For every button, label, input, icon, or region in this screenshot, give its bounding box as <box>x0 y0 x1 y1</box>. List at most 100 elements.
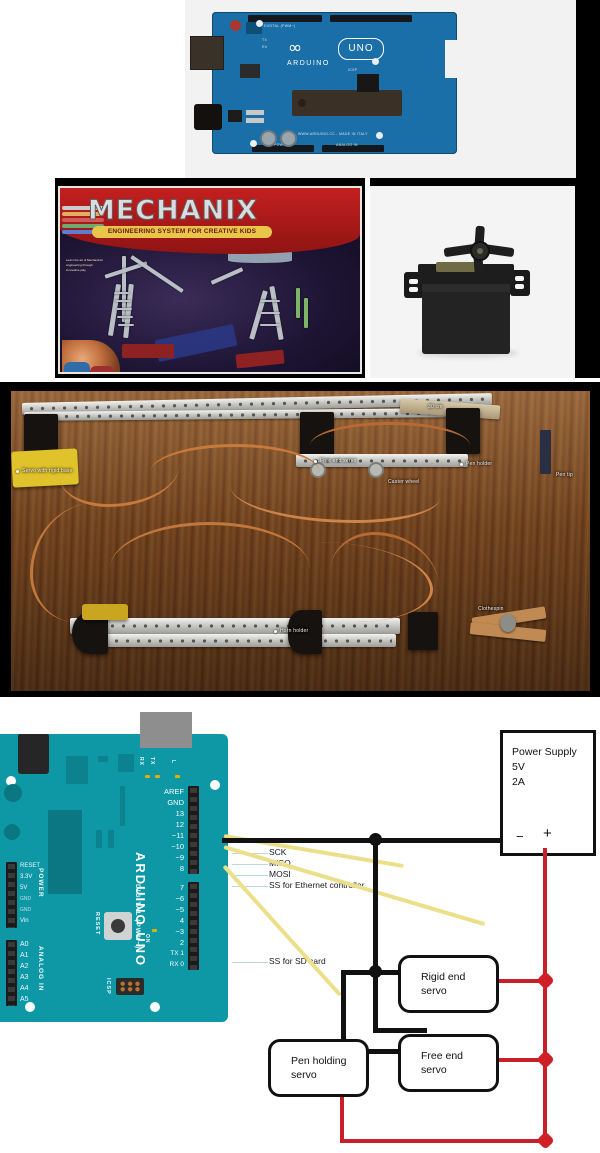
power-pin-vin: Vin <box>20 918 29 924</box>
servo-wire-2 <box>150 444 320 501</box>
rigid-end-servo-box[interactable]: Rigid end servo <box>398 955 499 1013</box>
pen-holding-servo-box[interactable]: Pen holding servo <box>268 1039 369 1097</box>
servo-body <box>422 278 510 354</box>
on-led-diagram <box>152 929 157 932</box>
power-supply-positive-terminal: + <box>543 825 552 842</box>
tx-led-label: TX <box>149 757 155 766</box>
pin-label-tx1: TX 1 <box>170 950 184 957</box>
rigid-end-servo-label-line1: Rigid end <box>421 971 466 983</box>
clothespin-spring <box>500 614 516 632</box>
l-led-label: L <box>170 760 176 765</box>
analog-silkscreen-photo: ANALOG IN <box>336 143 358 147</box>
icsp-silkscreen-photo: ICSP <box>348 68 358 72</box>
smd-part-2 <box>240 64 260 78</box>
digital-silkscreen-photo: DIGITAL (PWM~) <box>264 24 296 28</box>
lead-line-ss-ethernet <box>232 886 268 887</box>
ground-wire-vertical-main <box>373 838 378 974</box>
lower-long-rail-2 <box>96 634 396 647</box>
servo-mount-tab-right <box>510 270 530 296</box>
model-arm-1 <box>210 267 244 285</box>
servo-wire-4 <box>310 422 470 469</box>
mount-hole-d1 <box>6 776 16 786</box>
power-supply-current: 2A <box>512 776 525 788</box>
analog-header-photo <box>322 145 384 152</box>
panel-right-black-bar <box>576 0 600 178</box>
ground-wire-to-free-servo-2 <box>373 1028 427 1033</box>
digital-header-silkscreen: DIGITAL (PWM~) <box>134 884 141 950</box>
board-component-8 <box>120 786 125 826</box>
label-pen-holder: Pen holder <box>459 461 493 467</box>
voltage-regulator-photo <box>228 110 242 122</box>
tx-led-diagram <box>145 775 150 778</box>
board-component-1 <box>66 756 88 784</box>
mount-hole-d3 <box>25 1002 35 1012</box>
free-end-servo-label-line2: servo <box>421 1064 447 1076</box>
label-pen-tip: Pen tip <box>556 472 573 478</box>
pin-label-3: ~3 <box>175 927 184 936</box>
mount-hole-d2 <box>210 780 220 790</box>
mount-hole-d4 <box>150 1002 160 1012</box>
capacitor-photo-2 <box>280 130 297 147</box>
ground-wire-gnd-to-supply <box>222 838 506 843</box>
free-end-servo-box[interactable]: Free end servo <box>398 1034 499 1092</box>
model-red-chassis-2 <box>235 349 285 369</box>
mechanix-bullet-text: Learn the art of Mechanical engineering … <box>66 258 103 272</box>
analog-pin-a5: A5 <box>20 996 29 1003</box>
servo-motor-photo-panel <box>370 178 600 378</box>
l-led-diagram <box>175 775 180 778</box>
rx-silkscreen-photo: RX <box>262 45 268 49</box>
lead-line-miso <box>232 864 268 865</box>
model-rung-1 <box>114 292 130 294</box>
reset-button-diagram[interactable] <box>104 912 132 940</box>
pin-label-11: ~11 <box>171 831 184 840</box>
annotation-mosi: MOSI <box>269 869 291 879</box>
label-horn-holder: Horn holder <box>273 628 309 634</box>
model-crane-rung-1 <box>260 300 280 302</box>
arduino-uno-diagram-board: ARDUINO UNO AREF GND 13 12 ~11 ~10 ~9 8 … <box>0 712 228 1022</box>
arduino-infinity-logo-icon: ∞ <box>288 38 302 58</box>
pin-label-13: 13 <box>175 809 184 818</box>
smd-part-5 <box>357 74 379 92</box>
power-supply-box: Power Supply 5V 2A − + <box>500 730 596 856</box>
power-wire-to-pen-servo <box>340 1076 344 1142</box>
label-servo-rigid-base: Servo with rigid base <box>16 468 73 474</box>
pin-label-7: 7 <box>179 883 184 892</box>
mechanix-kit-photo-panel: MECHANIX ENGINEERING SYSTEM FOR CREATIVE… <box>55 178 365 378</box>
annotation-ss-ethernet: SS for Ethernet controller <box>269 880 365 890</box>
usb-port-diagram <box>140 712 192 748</box>
digital-header-right-photo <box>330 15 412 22</box>
ground-wire-to-rigid-servo <box>373 970 418 975</box>
photo-border-bottom <box>0 691 600 697</box>
servo-gear-band <box>436 262 476 272</box>
label-caster-wheel: Caster wheel <box>388 479 420 485</box>
mechanix-red-banner <box>60 188 360 254</box>
icsp-silkscreen: ICSP <box>105 978 111 995</box>
mount-hole-3 <box>376 132 383 139</box>
pin-label-8: 8 <box>179 864 184 873</box>
servo-wire-7 <box>330 532 440 631</box>
pin-label-12: 12 <box>175 820 184 829</box>
pin-label-gnd: GND <box>167 798 184 807</box>
power-pin-5v: 5V <box>20 885 28 891</box>
ground-wire-to-free-servo <box>341 1049 427 1054</box>
label-30cm: 30 cm <box>428 404 443 410</box>
model-crane-rung-3 <box>260 324 280 326</box>
power-supply-voltage: 5V <box>512 761 525 773</box>
board-component-5 <box>108 830 114 848</box>
ground-junction-dot-mid <box>369 965 382 978</box>
mount-hole-4 <box>250 140 257 147</box>
rx-led-label: RX <box>138 757 144 766</box>
analog-pin-a3: A3 <box>20 974 29 981</box>
pen-holding-servo-label-line1: Pen holding <box>291 1055 347 1067</box>
power-jack-photo <box>194 104 222 130</box>
assembled-robot-photo-panel: Servo with rigid base 30 cm Free end ser… <box>0 382 600 697</box>
power-pin-3v3: 3.3V <box>20 874 33 880</box>
smd-part-3 <box>246 110 264 115</box>
servo-horn <box>443 225 515 275</box>
power-header-diagram <box>6 862 17 928</box>
board-component-7 <box>4 784 22 802</box>
arduino-uno-board-photo: ∞ UNO ARDUINO DIGITAL (PWM~) TX RX WWW.A… <box>190 12 457 154</box>
pin-label-5: ~5 <box>175 905 184 914</box>
arduino-brand-silkscreen: ARDUINO <box>287 60 330 67</box>
analog-pin-a4: A4 <box>20 985 29 992</box>
